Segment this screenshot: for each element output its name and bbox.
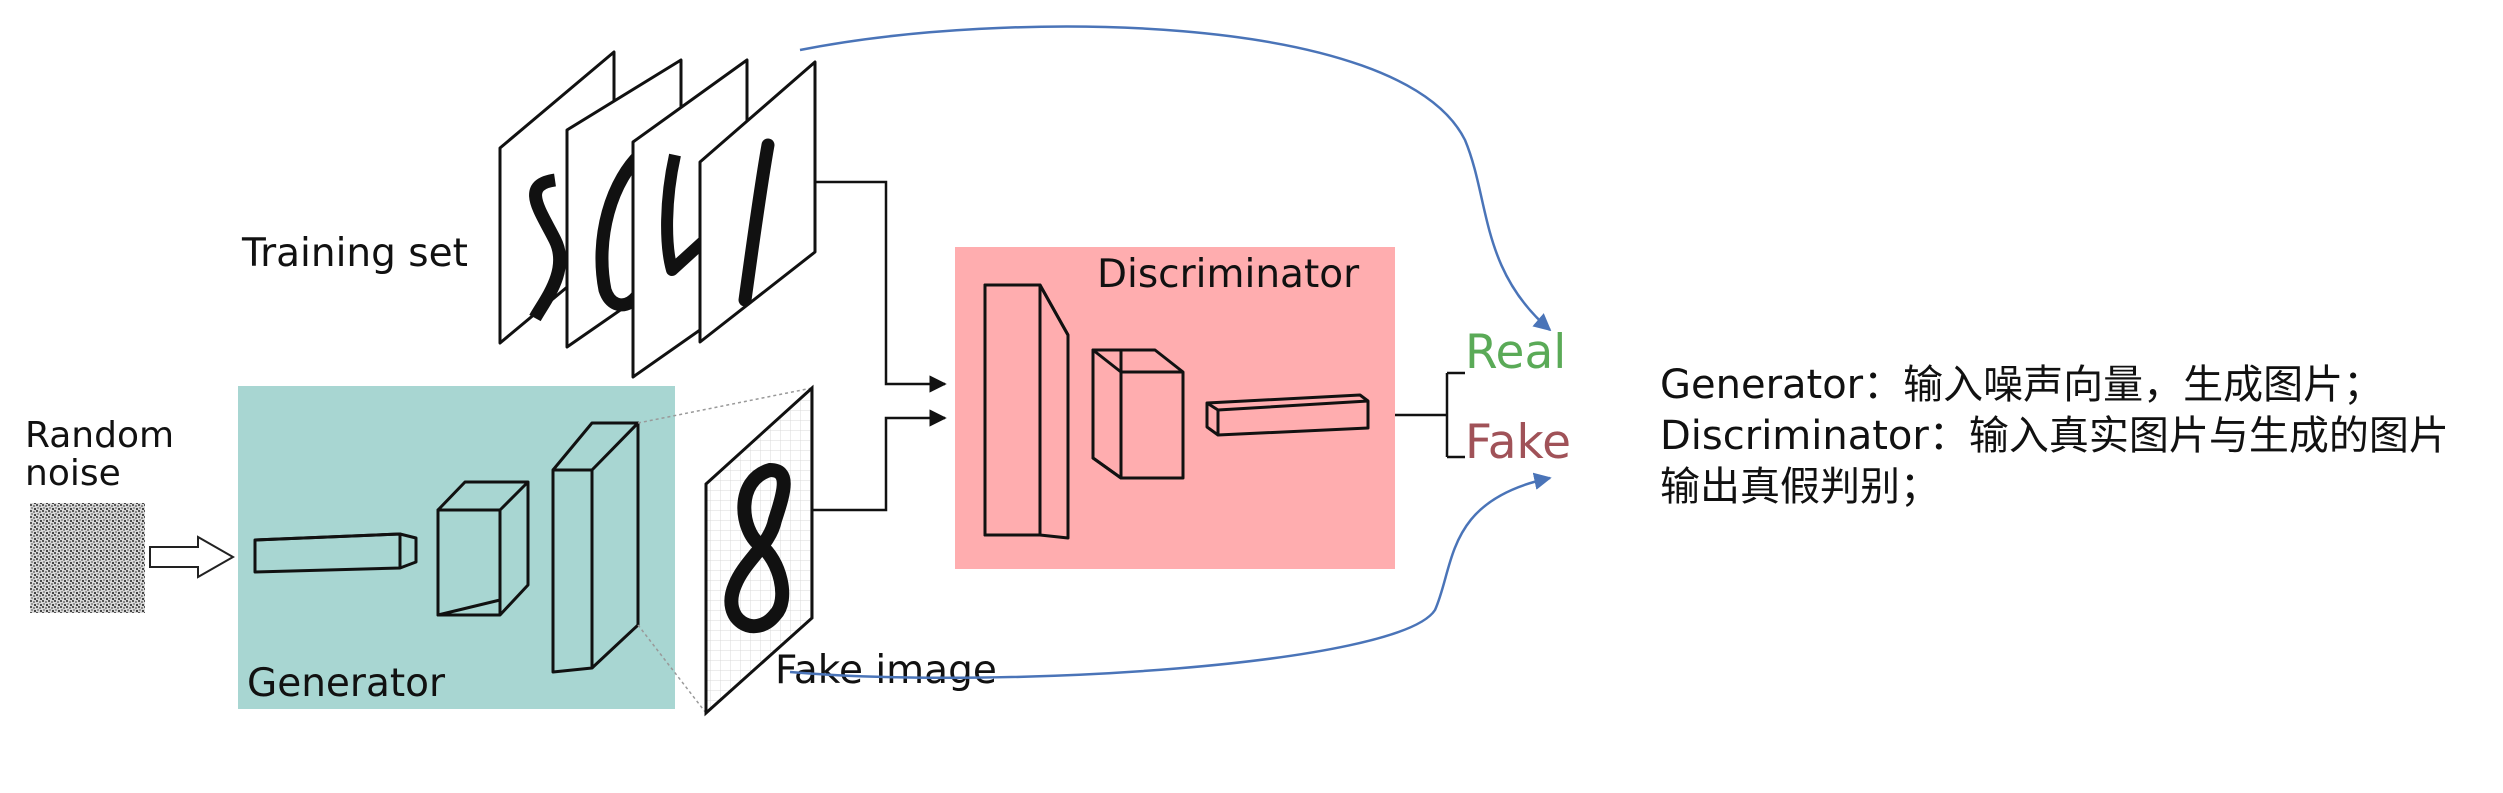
output-bracket <box>1395 371 1465 459</box>
discriminator-label: Discriminator <box>1097 252 1360 297</box>
fake-path-curve <box>789 472 1552 680</box>
generator-label: Generator <box>247 661 446 706</box>
training-to-discriminator-arrow <box>815 180 947 393</box>
gan-description: Generator：输入噪声向量，生成图片； Discriminator：输入真… <box>1660 360 2449 513</box>
fake-to-discriminator-arrow <box>812 409 947 512</box>
discriminator-layer-1 <box>983 283 1070 540</box>
fake-image-card <box>704 384 814 717</box>
discriminator-layer-2 <box>1091 348 1185 480</box>
discriminator-layer-3 <box>1205 393 1370 437</box>
random-noise-label-line2: noise <box>25 453 121 494</box>
training-set-cards <box>498 50 817 379</box>
real-label: Real <box>1465 325 1566 380</box>
fake-label: Fake <box>1465 415 1571 470</box>
discriminator-box <box>955 247 1395 569</box>
noise-input-arrow <box>149 535 236 579</box>
description-line-2: Discriminator：输入真实图片与生成的图片 <box>1660 413 2449 459</box>
real-path-curve <box>799 25 1552 332</box>
noise-image <box>30 503 145 613</box>
training-set-label: Training set <box>241 231 468 276</box>
generator-layer-2 <box>436 480 530 617</box>
description-line-1: Generator：输入噪声向量，生成图片； <box>1660 362 2384 408</box>
random-noise-label-line1: Random <box>25 415 174 456</box>
description-line-3: 输出真假判别； <box>1660 464 1940 510</box>
fake-image-label: Fake image <box>775 648 997 693</box>
generator-layer-1 <box>253 532 418 574</box>
fake-digit-eight <box>724 462 791 634</box>
